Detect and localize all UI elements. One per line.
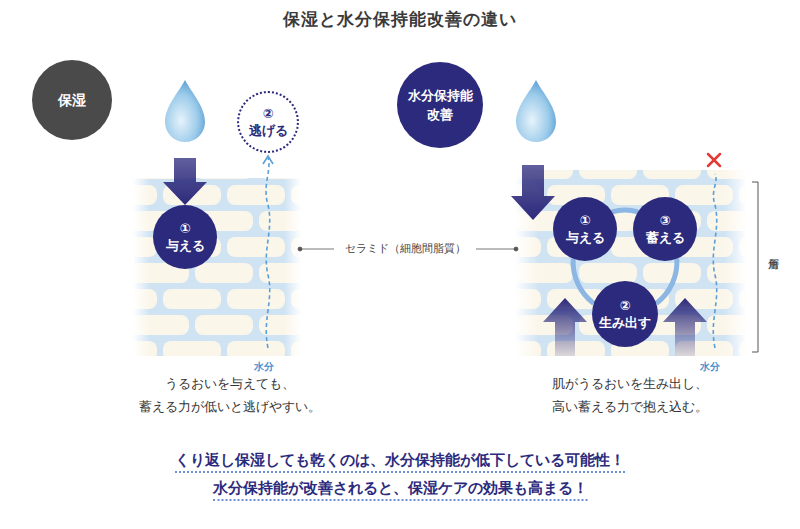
- up-arrow: [663, 298, 707, 356]
- cycle-ring: [612, 210, 638, 212]
- step-number: ②: [262, 106, 273, 122]
- diagram-title: 保湿と水分保持能改善の違い: [0, 8, 800, 31]
- ceramide-label: セラミド（細胞間脂質）: [345, 242, 466, 256]
- step-number: ②: [619, 298, 630, 314]
- key-message: 水分保持能が改善されると、保湿ケアの効果も高まる！: [213, 479, 588, 501]
- step-label: 水分保持能 改善: [404, 86, 476, 124]
- category-circle: 保湿: [32, 60, 112, 140]
- down-arrow: [511, 165, 555, 220]
- key-message: くり返し保湿しても乾くのは、水分保持能が低下している可能性！: [175, 451, 625, 473]
- step-label: 生み出す: [599, 314, 651, 331]
- step-circle: ③蓄える: [633, 197, 697, 261]
- category-circle: 水分保持能 改善: [397, 62, 483, 148]
- step-label: 逃げる: [249, 122, 288, 139]
- step-circle: ①与える: [553, 197, 617, 261]
- escape-circle: ②逃げる: [237, 91, 299, 153]
- cycle-ring: [656, 259, 677, 304]
- caption-text: 肌がうるおいを生み出し、 高い蓄える力で抱え込む。: [543, 372, 718, 418]
- down-arrow: [163, 158, 207, 205]
- step-circle: ②生み出す: [592, 281, 658, 347]
- water-arrowhead: [263, 156, 273, 164]
- layer-bracket: [752, 182, 758, 352]
- step-label: 与える: [166, 237, 205, 254]
- water-label: 水分: [700, 360, 720, 374]
- step-number: ①: [179, 221, 190, 237]
- caption-text: うるおいを与えても、 蓄える力が低いと逃げやすい。: [133, 372, 328, 418]
- step-number: ①: [579, 213, 590, 229]
- water-drop: [165, 80, 205, 142]
- water-path: [266, 158, 270, 348]
- skin-layer: [133, 178, 301, 356]
- step-label: 与える: [566, 229, 605, 246]
- water-drop: [516, 80, 556, 142]
- step-circle: ①与える: [153, 205, 217, 269]
- up-arrow: [543, 298, 587, 356]
- step-label: 蓄える: [646, 229, 685, 246]
- blocked-mark: [708, 154, 720, 166]
- step-number: ③: [659, 213, 670, 229]
- step-label: 保湿: [58, 92, 86, 109]
- water-path: [713, 174, 716, 348]
- water-label: 水分: [254, 360, 274, 374]
- cycle-ring: [573, 259, 594, 304]
